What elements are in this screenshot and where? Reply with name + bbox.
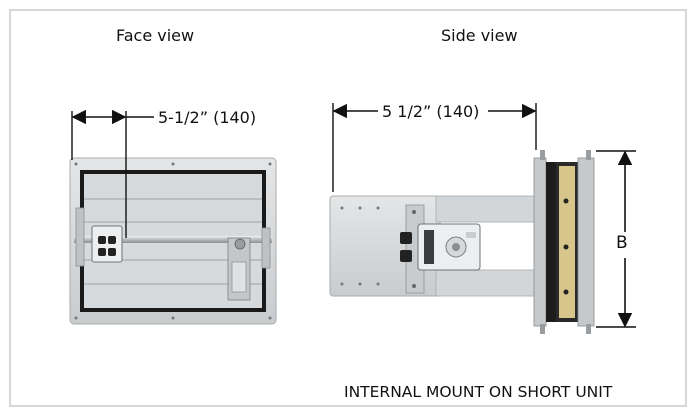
side-damper-blade: [559, 166, 575, 318]
face-dimension-label: 5-1/2” (140): [158, 108, 257, 127]
side-dimension-lines: [332, 103, 537, 192]
height-dimension-lines: [596, 150, 636, 328]
face-view-title: Face view: [116, 26, 195, 45]
side-dimension-label: 5 1/2” (140): [382, 102, 480, 121]
face-dimension-lines: [71, 109, 154, 238]
side-damper-flange-left: [533, 157, 547, 327]
face-view-drawing: [69, 157, 277, 325]
side-damper-flange-right: [577, 157, 595, 327]
figure-caption: INTERNAL MOUNT ON SHORT UNIT: [344, 383, 613, 401]
side-damper-seal: [546, 162, 556, 322]
face-actuator: [91, 225, 123, 263]
face-axle: [74, 236, 272, 243]
side-view-title: Side view: [441, 26, 518, 45]
side-connector: [400, 232, 412, 244]
side-view-drawing: [329, 150, 595, 334]
height-dimension-label: B: [616, 233, 628, 253]
